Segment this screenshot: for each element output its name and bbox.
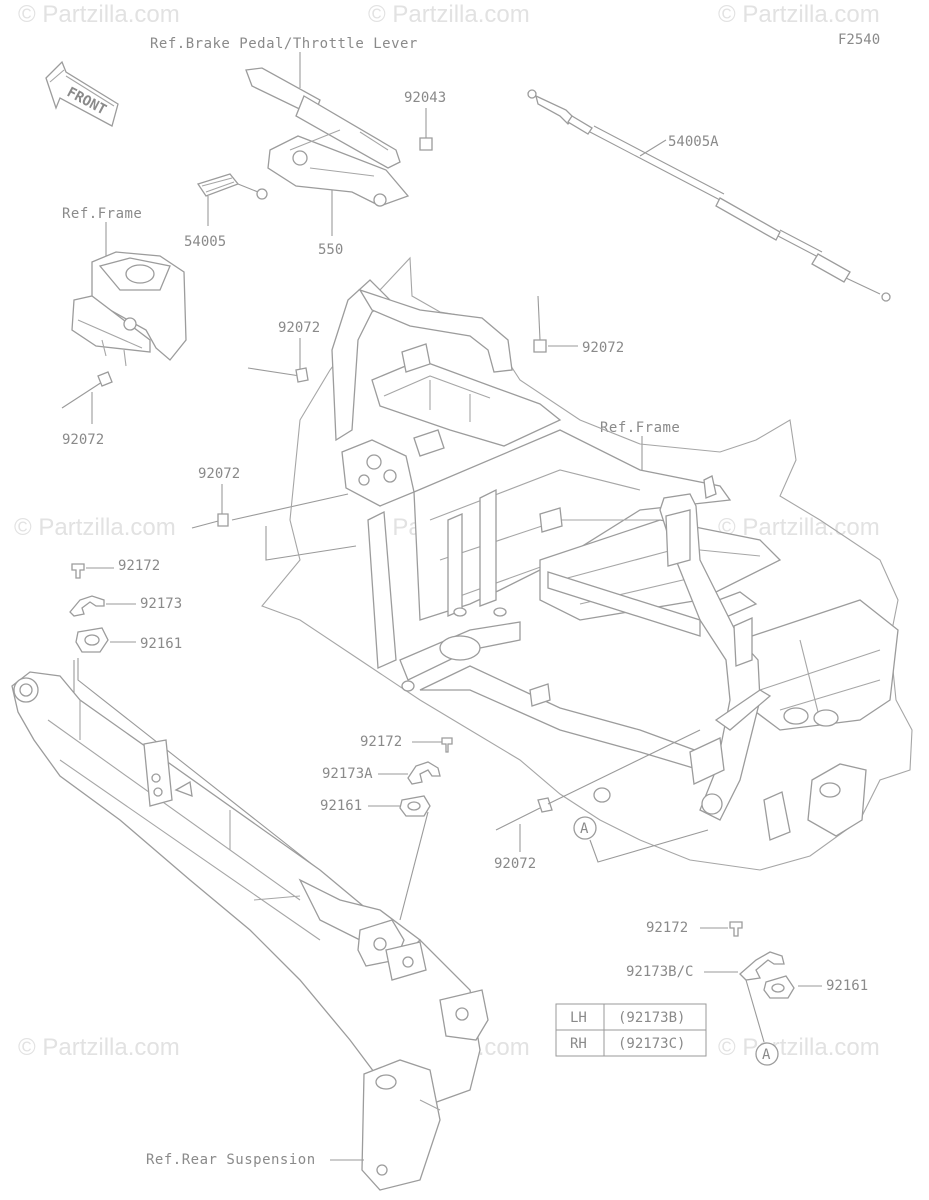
clamp-92173A <box>407 761 441 785</box>
cable-tie-left <box>61 371 113 409</box>
ref-brake-pedal-label: Ref.Brake Pedal/Throttle Lever <box>150 36 418 52</box>
side-table: LH (92173B) RH (92173C) <box>555 1003 707 1057</box>
part-92161-label: 92161 <box>320 798 362 814</box>
part-92072-label: 92072 <box>198 466 240 482</box>
callout-a-detail: A <box>755 1042 779 1066</box>
ref-rear-suspension-label: Ref.Rear Suspension <box>146 1152 316 1168</box>
watermark: © Partzilla.com <box>718 1 880 28</box>
table-side-lh: LH <box>570 1010 587 1026</box>
cable-tie-lower <box>495 797 553 831</box>
part-92173A-label: 92173A <box>322 766 373 782</box>
clamp-92173BC <box>739 951 785 981</box>
part-92072-label: 92072 <box>62 432 104 448</box>
part-54005A-label: 54005A <box>668 134 719 150</box>
callout-a-label: A <box>762 1047 771 1063</box>
part-92173-label: 92173 <box>140 596 182 612</box>
rear-suspension-arm <box>11 671 489 1191</box>
table-side-rh: RH <box>570 1036 587 1052</box>
part-54005-label: 54005 <box>184 234 226 250</box>
part-92172-label: 92172 <box>118 558 160 574</box>
callout-a-label: A <box>580 821 589 837</box>
part-92172-label: 92172 <box>646 920 688 936</box>
part-92043-label: 92043 <box>404 90 446 106</box>
callout-a-frame: A <box>573 816 709 863</box>
front-arrow-icon: FRONT <box>45 60 119 127</box>
table-part-rh: (92173C) <box>618 1036 685 1052</box>
watermark: © Partzilla.com <box>18 1 180 28</box>
watermark: © Partzilla.com <box>14 514 176 541</box>
diagram-code: F2540 <box>838 32 880 48</box>
part-92072-label: 92072 <box>278 320 320 336</box>
bolt-92172-lower <box>729 921 743 937</box>
bolt-92172 <box>441 737 453 753</box>
watermark: © Partzilla.com <box>718 1034 880 1061</box>
brake-lever-assembly <box>245 67 410 207</box>
watermark: © Partzilla.com <box>368 1 530 28</box>
part-92172-label: 92172 <box>360 734 402 750</box>
clamp-set-upper-left <box>69 563 109 653</box>
frame-bracket-left <box>71 251 187 367</box>
table-part-lh: (92173B) <box>618 1010 685 1026</box>
part-92072-label: 92072 <box>494 856 536 872</box>
part-92161-label: 92161 <box>826 978 868 994</box>
part-92173BC-label: 92173B/C <box>626 964 693 980</box>
ref-frame-right-label: Ref.Frame <box>600 420 680 436</box>
watermark: © Partzilla.com <box>18 1034 180 1061</box>
grommet-92161 <box>399 795 431 817</box>
main-frame <box>261 256 913 871</box>
part-92161-label: 92161 <box>140 636 182 652</box>
cable-end-54005 <box>196 173 268 200</box>
cable-tie-mid <box>191 513 229 529</box>
cable-tie-upper <box>247 367 309 383</box>
ref-frame-left-label: Ref.Frame <box>62 206 142 222</box>
cable-54005A <box>527 89 891 302</box>
part-92072-label: 92072 <box>582 340 624 356</box>
grommet-92161-lower <box>763 975 795 999</box>
cable-tie-right <box>533 295 547 353</box>
part-550-label: 550 <box>318 242 343 258</box>
pin-92043 <box>419 137 433 151</box>
